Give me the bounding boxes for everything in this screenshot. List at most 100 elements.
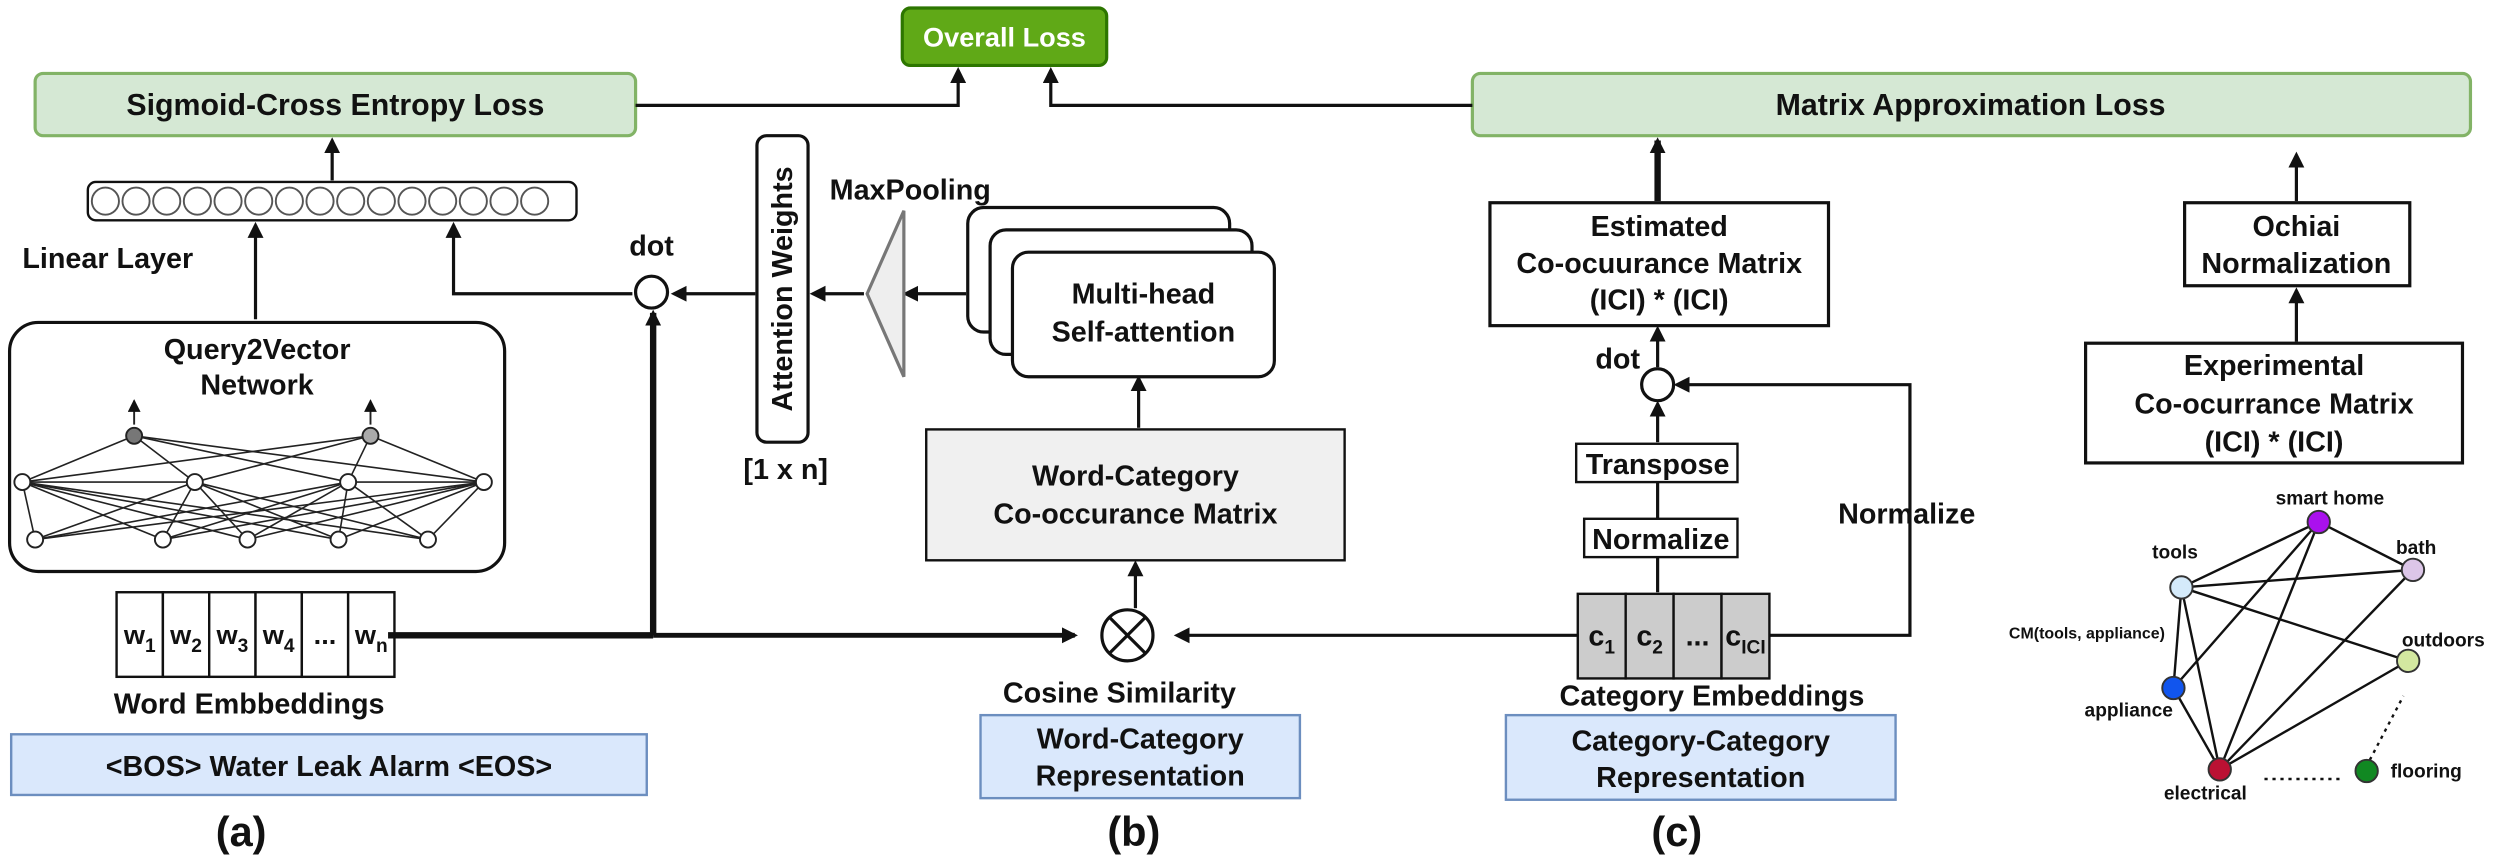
graph-node-label: outdoors bbox=[2402, 631, 2485, 652]
nn-edge bbox=[247, 481, 349, 541]
transpose-box: Transpose bbox=[1574, 442, 1739, 484]
word-category-repr-box: Word-Category Representation bbox=[979, 713, 1302, 800]
graph-node-label: bath bbox=[2396, 538, 2436, 559]
ochiai-line1: Ochiai bbox=[2252, 211, 2340, 243]
estimated-matrix-box: Estimated Co-ocuurance Matrix (ICI) * (I… bbox=[1488, 201, 1831, 328]
category-token-cell: ... bbox=[1672, 592, 1723, 680]
nn-edge bbox=[21, 481, 36, 540]
linear-neuron bbox=[90, 186, 120, 216]
cc-repr-line1: Category-Category bbox=[1571, 725, 1830, 757]
graph-edge bbox=[2180, 520, 2320, 589]
graph-node-tools: tools bbox=[2152, 543, 2198, 600]
category-token-cell: c2 bbox=[1624, 592, 1675, 680]
word-category-matrix-box: Word-Category Co-occurance Matrix bbox=[925, 428, 1346, 562]
graph-node-label: flooring bbox=[2391, 761, 2462, 782]
graph-edge bbox=[2172, 687, 2221, 771]
nn-edge bbox=[22, 435, 135, 483]
attention-weights-label: Attention Weights bbox=[767, 166, 799, 411]
dot-node-c: dot bbox=[1595, 344, 1676, 403]
cc-repr-line2: Representation bbox=[1596, 762, 1805, 794]
category-token-cell: cICI bbox=[1720, 592, 1771, 680]
nn-node bbox=[339, 473, 358, 492]
linear-layer bbox=[86, 180, 578, 222]
experimental-line2: Co-ocurrance Matrix bbox=[2134, 388, 2413, 420]
matrix-loss-label: Matrix Approximation Loss bbox=[1776, 89, 2166, 122]
mhsa-label-line1: Multi-head bbox=[1072, 278, 1216, 310]
category-token-cell: c1 bbox=[1576, 592, 1627, 680]
category-embeddings-label: Category Embeddings bbox=[1559, 681, 1864, 713]
nn-edge bbox=[134, 434, 484, 483]
ochiai-line2: Normalization bbox=[2201, 248, 2391, 280]
dot-label-c: dot bbox=[1595, 344, 1640, 376]
word-token-cell: w3 bbox=[208, 591, 257, 679]
experimental-line3: (ICI) * (ICI) bbox=[2205, 427, 2344, 459]
nn-node bbox=[185, 473, 204, 492]
linear-neuron bbox=[397, 186, 427, 216]
matrix-loss-box: Matrix Approximation Loss bbox=[1470, 71, 2473, 138]
query-box: <BOS> Water Leak Alarm <EOS> bbox=[9, 733, 648, 797]
category-graph: smart home tools bath outdoors appliance elec… bbox=[2009, 488, 2485, 804]
estimated-line2: Co-ocuurance Matrix bbox=[1516, 248, 1802, 280]
wc-repr-line2: Representation bbox=[1036, 760, 1245, 792]
graph-node-appliance: appliance bbox=[2085, 675, 2186, 722]
nn-node bbox=[474, 473, 493, 492]
category-token-text: c1 bbox=[1588, 621, 1615, 659]
sigmoid-loss-label: Sigmoid-Cross Entropy Loss bbox=[126, 89, 544, 122]
estimated-line3: (ICI) * (ICI) bbox=[1590, 285, 1729, 317]
overall-loss-label: Overall Loss bbox=[923, 21, 1086, 52]
nn-edge bbox=[194, 435, 371, 483]
nn-output-node bbox=[125, 426, 144, 445]
nn-edge bbox=[22, 481, 429, 541]
nn-edge bbox=[133, 435, 196, 483]
graph-node-label: smart home bbox=[2276, 488, 2385, 509]
graph-edge bbox=[2218, 521, 2320, 770]
section-c-label: (c) bbox=[1651, 808, 1702, 855]
linear-neuron bbox=[336, 186, 366, 216]
ochiai-box: Ochiai Normalization bbox=[2183, 201, 2412, 288]
linear-neuron bbox=[520, 186, 550, 216]
estimated-line1: Estimated bbox=[1591, 211, 1728, 243]
normalize-box: Normalize bbox=[1582, 517, 1739, 559]
linear-neuron bbox=[428, 186, 458, 216]
experimental-matrix-box: Experimental Co-ocurrance Matrix (ICI) *… bbox=[2084, 341, 2465, 465]
word-token-cell: ... bbox=[300, 591, 350, 679]
graph-edge bbox=[2172, 587, 2183, 689]
mhsa-label-line2: Self-attention bbox=[1052, 317, 1236, 349]
linear-neuron bbox=[244, 186, 274, 216]
query-text: <BOS> Water Leak Alarm <EOS> bbox=[106, 751, 552, 783]
section-b-label: (b) bbox=[1107, 808, 1160, 855]
graph-edge bbox=[2219, 659, 2409, 771]
nn-node bbox=[13, 473, 32, 492]
nn-node bbox=[153, 530, 172, 549]
linear-neuron bbox=[458, 186, 488, 216]
sigmoid-loss-box: Sigmoid-Cross Entropy Loss bbox=[33, 71, 638, 138]
flow-arrows-c bbox=[1649, 325, 1912, 637]
nn-edge bbox=[34, 481, 349, 541]
nn-output-node bbox=[361, 426, 380, 445]
normalize-box-label: Normalize bbox=[1592, 524, 1729, 556]
multi-head-attention-stack: Multi-head Self-attention bbox=[966, 205, 1276, 379]
word-token-cell: w2 bbox=[161, 591, 211, 679]
attention-dims-label: [1 x n] bbox=[743, 454, 828, 486]
nn-edge bbox=[22, 481, 164, 541]
network-title-line2: Network bbox=[200, 369, 313, 401]
loss-arrows bbox=[635, 67, 1473, 107]
maxpooling-label: MaxPooling bbox=[830, 175, 991, 207]
graph-edge bbox=[2181, 586, 2409, 663]
flow-arrows-b bbox=[388, 221, 1578, 644]
linear-neuron bbox=[213, 186, 243, 216]
nn-edge bbox=[162, 481, 485, 541]
nn-edge bbox=[22, 434, 371, 483]
nn-edge bbox=[34, 481, 196, 541]
graph-node-label: electrical bbox=[2164, 784, 2247, 805]
dot-node-b: dot bbox=[629, 230, 674, 310]
graph-edge bbox=[2318, 520, 2414, 571]
graph-node-flooring: flooring bbox=[2354, 758, 2462, 784]
graph-ellipsis-edge bbox=[2368, 695, 2405, 761]
linear-neuron bbox=[121, 186, 151, 216]
linear-neuron bbox=[182, 186, 212, 216]
graph-node-bath: bath bbox=[2396, 538, 2436, 583]
nn-node bbox=[419, 530, 437, 549]
